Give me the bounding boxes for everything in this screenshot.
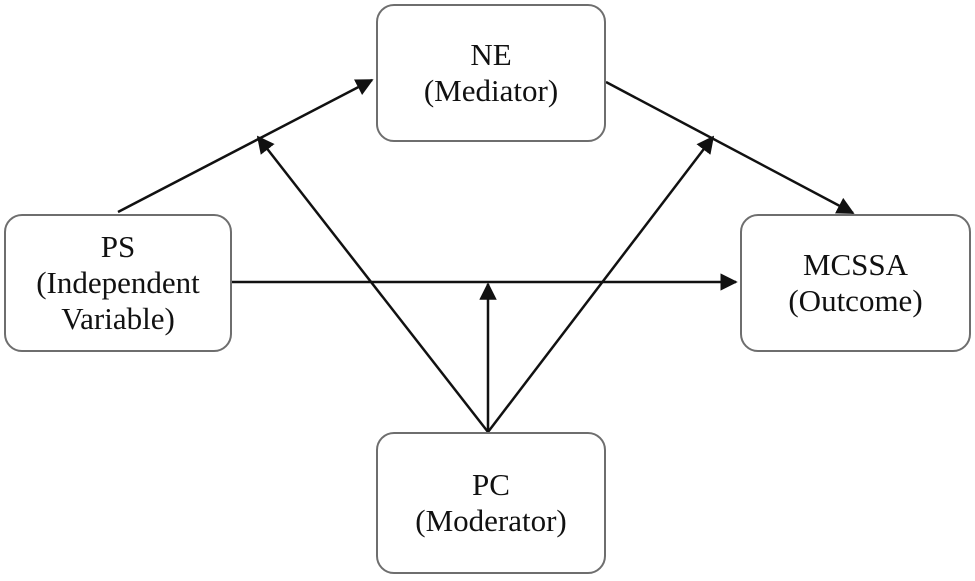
node-mcssa-name: MCSSA <box>802 247 909 282</box>
arrow-pc-to-ps-ne-path <box>256 135 489 433</box>
node-ps-role-line2: Variable) <box>61 301 175 336</box>
arrow-ne-to-mcssa <box>605 80 855 215</box>
arrow-ps-to-ne <box>117 78 374 214</box>
node-ne-name: NE <box>470 37 512 72</box>
arrow-pc-to-ne-mcssa-path <box>487 135 715 433</box>
node-pc-role: (Moderator) <box>415 503 567 538</box>
node-ne-mediator: NE (Mediator) <box>376 4 606 142</box>
node-ps-independent-variable: PS (Independent Variable) <box>4 214 232 352</box>
node-ps-name: PS <box>100 229 136 264</box>
node-pc-moderator: PC (Moderator) <box>376 432 606 574</box>
node-mcssa-outcome: MCSSA (Outcome) <box>740 214 971 352</box>
node-mcssa-role: (Outcome) <box>788 283 923 318</box>
node-ne-role: (Mediator) <box>423 73 559 108</box>
node-ps-role-line1: (Independent <box>36 265 200 300</box>
node-pc-name: PC <box>472 467 510 502</box>
